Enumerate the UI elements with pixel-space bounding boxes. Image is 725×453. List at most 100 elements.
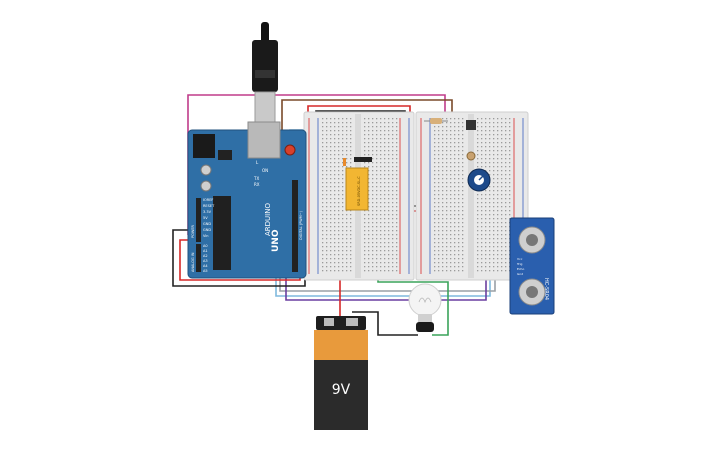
capacitor-orange[interactable] bbox=[343, 158, 346, 166]
power-pin-labels: IOREF RESET 3.3V 5V GND GND Vin bbox=[203, 198, 215, 238]
push-button[interactable] bbox=[466, 120, 476, 130]
capacitor-2 bbox=[200, 180, 212, 192]
breadboard-hole bbox=[434, 206, 436, 208]
breadboard-hole bbox=[493, 142, 495, 144]
breadboard-hole bbox=[442, 210, 444, 212]
breadboard-hole bbox=[346, 126, 348, 128]
ultrasonic-sensor[interactable]: HC-SR04 Vcc Trig Echo Gnd bbox=[509, 217, 555, 315]
photoresistor[interactable] bbox=[466, 151, 476, 161]
breadboard-hole bbox=[334, 234, 336, 236]
breadboard-hole bbox=[396, 202, 398, 204]
breadboard-hole bbox=[392, 182, 394, 184]
breadboard-hole bbox=[481, 242, 483, 244]
breadboard-hole bbox=[442, 222, 444, 224]
breadboard-hole bbox=[446, 146, 448, 148]
breadboard-hole bbox=[388, 126, 390, 128]
breadboard-hole bbox=[434, 242, 436, 244]
breadboard-hole bbox=[497, 170, 499, 172]
breadboard-hole bbox=[384, 174, 386, 176]
breadboard-hole bbox=[376, 182, 378, 184]
breadboard-hole bbox=[442, 190, 444, 192]
breadboard-hole bbox=[501, 162, 503, 164]
breadboard-hole bbox=[384, 210, 386, 212]
breadboard-hole bbox=[334, 122, 336, 124]
breadboard-hole bbox=[493, 122, 495, 124]
breadboard-hole bbox=[380, 166, 382, 168]
breadboard-hole bbox=[388, 138, 390, 140]
breadboard-hole bbox=[446, 270, 448, 272]
breadboard-hole bbox=[326, 122, 328, 124]
breadboard-hole bbox=[376, 170, 378, 172]
breadboard-hole bbox=[364, 210, 366, 212]
breadboard-hole bbox=[493, 130, 495, 132]
breadboard-hole bbox=[338, 138, 340, 140]
breadboard-hole bbox=[505, 218, 507, 220]
breadboard-hole bbox=[497, 258, 499, 260]
breadboard-hole bbox=[376, 174, 378, 176]
breadboard-hole bbox=[485, 150, 487, 152]
potentiometer[interactable] bbox=[467, 168, 491, 192]
breadboard-hole bbox=[376, 250, 378, 252]
arduino-uno-board[interactable]: ARDUINO UNO ON TX RX L POWER ANALOG IN D… bbox=[187, 121, 307, 279]
breadboard-hole bbox=[350, 126, 352, 128]
breadboard-hole bbox=[438, 226, 440, 228]
breadboard-hole bbox=[368, 250, 370, 252]
breadboard-hole bbox=[485, 262, 487, 264]
resistor[interactable] bbox=[424, 118, 448, 124]
breadboard-hole bbox=[462, 258, 464, 260]
breadboard-hole bbox=[376, 230, 378, 232]
battery-9v[interactable]: 9V bbox=[314, 316, 368, 430]
breadboard-hole bbox=[372, 174, 374, 176]
breadboard-hole bbox=[489, 222, 491, 224]
breadboard-hole bbox=[501, 150, 503, 152]
breadboard-hole bbox=[454, 206, 456, 208]
breadboard-hole bbox=[489, 186, 491, 188]
breadboard-hole bbox=[396, 146, 398, 148]
wire-black-battery[interactable] bbox=[352, 311, 418, 336]
breadboard-hole bbox=[509, 158, 511, 160]
breadboard-hole bbox=[450, 262, 452, 264]
breadboard-hole bbox=[442, 130, 444, 132]
light-bulb[interactable] bbox=[408, 283, 442, 332]
breadboard-hole bbox=[388, 230, 390, 232]
breadboard-hole bbox=[338, 222, 340, 224]
breadboard-hole bbox=[497, 270, 499, 272]
digital-section-label: DIGITAL (PWM~) bbox=[299, 210, 303, 240]
breadboard-hole bbox=[446, 258, 448, 260]
breadboard-hole bbox=[364, 122, 366, 124]
battery-cap bbox=[314, 330, 368, 360]
breadboard-hole bbox=[376, 206, 378, 208]
breadboard-hole bbox=[388, 198, 390, 200]
breadboard-hole bbox=[434, 162, 436, 164]
relay-module[interactable]: SRD-05VDC-SL-C bbox=[345, 167, 369, 211]
breadboard-hole bbox=[462, 150, 464, 152]
arduino-model-text: UNO bbox=[271, 229, 281, 252]
breadboard-hole bbox=[388, 166, 390, 168]
breadboard-hole bbox=[505, 142, 507, 144]
breadboard-hole bbox=[493, 194, 495, 196]
breadboard-hole bbox=[501, 222, 503, 224]
breadboard-hole bbox=[497, 166, 499, 168]
breadboard-hole bbox=[388, 150, 390, 152]
breadboard-hole bbox=[334, 246, 336, 248]
breadboard-hole bbox=[388, 250, 390, 252]
breadboard-hole bbox=[434, 150, 436, 152]
breadboard-hole bbox=[326, 126, 328, 128]
breadboard-hole bbox=[493, 238, 495, 240]
breadboard-hole bbox=[442, 238, 444, 240]
diode[interactable] bbox=[354, 157, 372, 162]
breadboard-hole bbox=[489, 258, 491, 260]
wire-black-left[interactable] bbox=[172, 229, 306, 287]
breadboard-hole bbox=[450, 162, 452, 164]
breadboard-hole bbox=[489, 134, 491, 136]
breadboard-hole bbox=[368, 222, 370, 224]
breadboard-hole bbox=[364, 126, 366, 128]
breadboard-hole bbox=[454, 246, 456, 248]
breadboard-hole bbox=[338, 186, 340, 188]
breadboard-hole bbox=[384, 234, 386, 236]
power-pin-label: GND bbox=[203, 228, 211, 232]
breadboard-hole bbox=[368, 174, 370, 176]
breadboard-hole bbox=[481, 270, 483, 272]
breadboard-hole bbox=[446, 178, 448, 180]
reset-button[interactable] bbox=[284, 144, 296, 156]
